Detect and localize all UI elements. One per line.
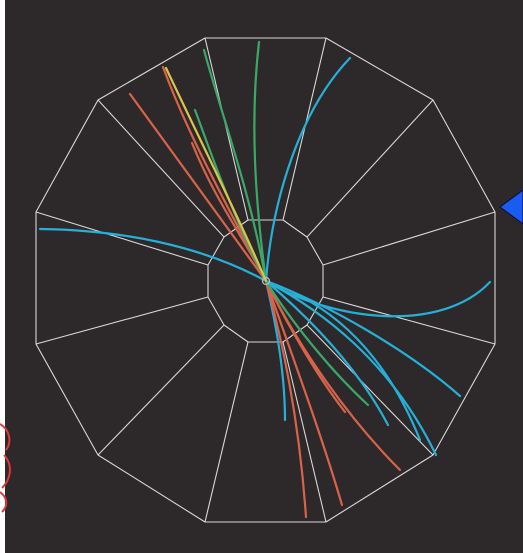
view-marker-arrow-icon[interactable] bbox=[499, 189, 523, 225]
track-orange-5 bbox=[264, 279, 344, 507]
track-yellow-1 bbox=[164, 66, 268, 283]
track-orange-2 bbox=[128, 92, 268, 283]
track-cyan-down-right-2 bbox=[264, 279, 390, 427]
detector-geometry bbox=[35, 37, 496, 523]
side-glyph-icon bbox=[0, 423, 11, 513]
track-cyan-down-right-1 bbox=[264, 279, 422, 442]
track-green-3 bbox=[264, 279, 370, 407]
track-cyan-right-upper bbox=[264, 279, 492, 318]
particle-tracks bbox=[38, 40, 492, 519]
track-orange-7 bbox=[264, 279, 347, 414]
primary-vertex bbox=[261, 276, 271, 286]
track-green-1 bbox=[202, 48, 268, 283]
track-green-2 bbox=[253, 40, 268, 283]
track-cyan-right-2 bbox=[264, 279, 438, 457]
track-cyan-up bbox=[264, 56, 352, 283]
track-orange-4 bbox=[264, 279, 308, 519]
track-cyan-left bbox=[38, 227, 268, 283]
